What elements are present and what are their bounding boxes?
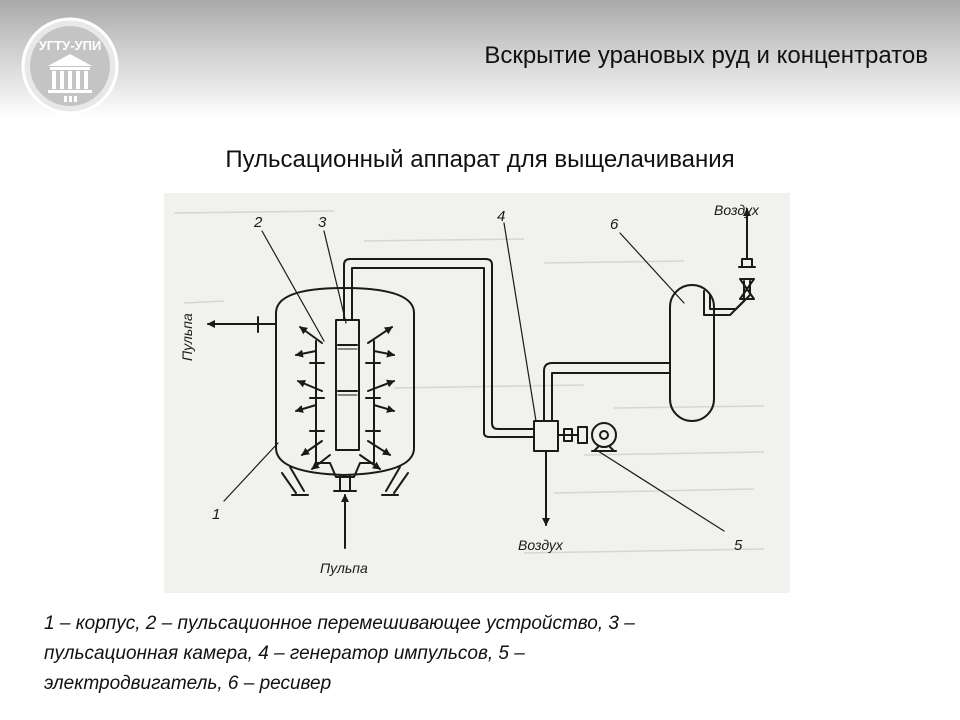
receiver-pipe-inner xyxy=(551,372,671,422)
header-band xyxy=(0,0,960,118)
receiver-pipe xyxy=(543,362,671,422)
logo-text: УГТУ-УПИ xyxy=(39,38,102,53)
pulsation-chamber xyxy=(335,319,360,451)
pulsation-mixing-device xyxy=(309,340,381,478)
university-logo: УГТУ-УПИ xyxy=(20,16,120,116)
caption-line-2: пульсационная камера, 4 – генератор импу… xyxy=(44,643,525,664)
vessel-body xyxy=(275,287,415,496)
leader-lines xyxy=(223,222,725,532)
caption-line-1: 1 – корпус, 2 – пульсационное перемешива… xyxy=(44,613,635,634)
pulse-generator xyxy=(533,420,559,526)
pulse-pipe-inner xyxy=(351,267,535,438)
label-pulp-in: Пульпа xyxy=(320,560,368,576)
label-air-out: Воздух xyxy=(518,537,564,553)
label-3: 3 xyxy=(318,214,327,231)
caption-line-3: электродвигатель, 6 – ресивер xyxy=(44,673,332,694)
label-4: 4 xyxy=(497,208,505,225)
university-building-icon xyxy=(48,54,92,102)
flow-arrows xyxy=(295,326,395,470)
label-2: 2 xyxy=(253,214,263,231)
diagram-svg: 1 2 3 4 5 6 Воздух Воздух Пульпа Пульпа xyxy=(173,202,765,576)
label-6: 6 xyxy=(610,216,619,233)
pulp-outlet-pipe xyxy=(207,316,277,333)
receiver xyxy=(669,280,751,422)
pulse-pipe xyxy=(343,258,535,430)
pulsation-apparatus-diagram: 1 2 3 4 5 6 Воздух Воздух Пульпа Пульпа xyxy=(164,193,790,593)
slide-subtitle: Пульсационный аппарат для выщелачивания xyxy=(225,146,735,173)
electric-motor xyxy=(557,422,617,452)
label-pulp-out: Пульпа xyxy=(179,313,195,361)
air-valve xyxy=(738,208,756,300)
label-5: 5 xyxy=(734,537,743,554)
label-1: 1 xyxy=(212,506,220,523)
background-texture xyxy=(173,210,765,554)
slide-title: Вскрытие урановых руд и концентратов xyxy=(484,42,928,69)
figure-caption: 1 – корпус, 2 – пульсационное перемешива… xyxy=(44,609,924,699)
label-air-in: Воздух xyxy=(714,202,760,218)
